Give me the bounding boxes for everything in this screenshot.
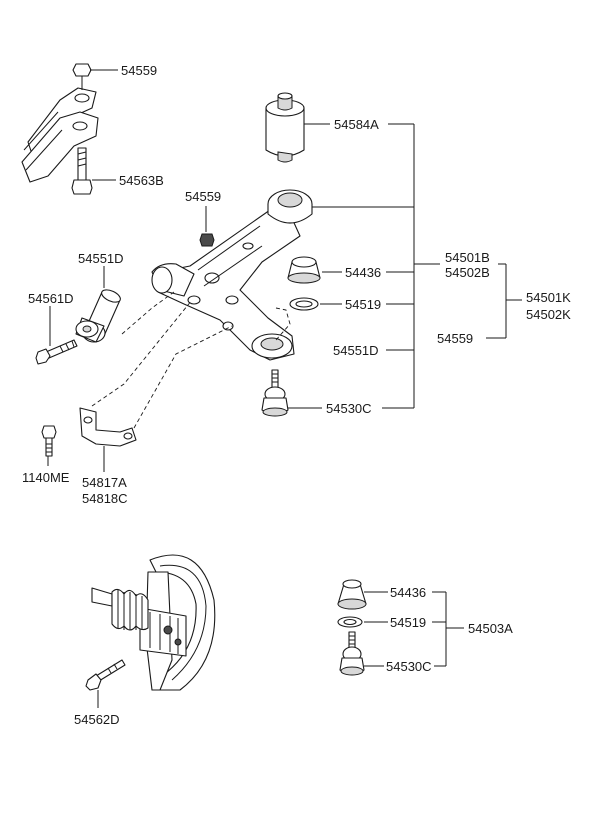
steering-knuckle-assembly-illustration [91, 554, 216, 691]
label-54559-top: 54559 [121, 63, 157, 78]
label-54503A: 54503A [468, 621, 513, 636]
leader-lines [47, 69, 522, 708]
label-54551D-right: 54551D [333, 343, 379, 358]
label-54530C-bottom: 54530C [386, 659, 432, 674]
dust-boot-54436-top-illustration [287, 256, 321, 284]
label-54502B: 54502B [445, 265, 490, 280]
bolt-54563B-illustration [71, 147, 93, 195]
label-1140ME: 1140ME [22, 470, 70, 485]
bushing-54584A-illustration [265, 92, 305, 163]
label-54559-mid: 54559 [185, 189, 221, 204]
label-54551D-left: 54551D [78, 251, 124, 266]
nut-54559-mid-illustration [199, 233, 215, 247]
label-54530C-top: 54530C [326, 401, 372, 416]
label-54501K: 54501K [526, 290, 571, 305]
snap-ring-54519-top-illustration [289, 297, 319, 311]
label-54501B: 54501B [445, 250, 490, 265]
ball-joint-54530C-top-illustration [261, 369, 289, 417]
label-54818C: 54818C [82, 491, 128, 506]
label-54562D: 54562D [74, 712, 120, 727]
nut-54559-top-illustration [72, 63, 92, 90]
label-54584A: 54584A [334, 117, 379, 132]
lower-control-arm-illustration [151, 189, 313, 361]
bolt-1140ME-illustration [41, 425, 57, 457]
label-54519-top: 54519 [345, 297, 381, 312]
bushing-54551D-illustration [75, 289, 121, 343]
label-54563B: 54563B [119, 173, 164, 188]
bolt-54562D-illustration [85, 659, 126, 691]
label-54436-bottom: 54436 [390, 585, 426, 600]
label-54436-top: 54436 [345, 265, 381, 280]
ball-joint-54530C-bottom-illustration [339, 631, 365, 676]
label-54502K: 54502K [526, 307, 571, 322]
snap-ring-54519-bottom-illustration [337, 616, 363, 628]
label-54561D: 54561D [28, 291, 74, 306]
subframe-bracket-illustration [21, 87, 99, 183]
bolt-54561D-illustration [35, 339, 78, 365]
label-54817A: 54817A [82, 475, 127, 490]
dust-boot-54436-bottom-illustration [337, 579, 367, 610]
label-54559-right: 54559 [437, 331, 473, 346]
label-54519-bottom: 54519 [390, 615, 426, 630]
bracket-54817A-illustration [79, 407, 137, 447]
